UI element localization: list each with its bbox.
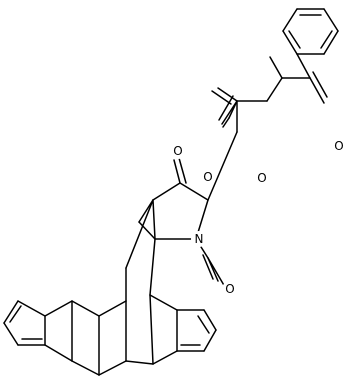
atom-o-ketone: O xyxy=(331,138,347,154)
bonds xyxy=(3,8,339,376)
bond xyxy=(197,315,210,334)
bond xyxy=(312,71,328,98)
bond xyxy=(296,53,311,79)
bond xyxy=(222,117,230,128)
atom-label-n: N xyxy=(195,232,204,246)
bond xyxy=(138,221,156,240)
bond xyxy=(125,199,154,269)
atom-o-ester-carbonyl: O xyxy=(200,169,216,185)
bond xyxy=(149,238,156,296)
bond xyxy=(152,199,156,240)
bond xyxy=(323,8,339,32)
atom-label-o: O xyxy=(257,171,266,185)
bond xyxy=(178,157,187,184)
bond xyxy=(3,300,19,324)
bond xyxy=(202,254,214,280)
bond xyxy=(152,350,178,365)
atom-label-o: O xyxy=(203,170,212,184)
bond xyxy=(269,56,283,79)
bond xyxy=(218,95,234,121)
bond xyxy=(228,100,238,119)
atom-o-ester-ether: O xyxy=(254,170,270,186)
bond xyxy=(211,90,232,105)
bond xyxy=(288,30,301,49)
bond xyxy=(125,360,154,365)
atom-label-o: O xyxy=(334,139,343,153)
bond xyxy=(179,182,209,201)
bond xyxy=(282,30,298,55)
bond xyxy=(149,294,154,365)
bond xyxy=(98,300,127,317)
bond xyxy=(203,329,217,352)
bond xyxy=(309,77,325,104)
atom-n-imide: N xyxy=(191,231,207,247)
bond xyxy=(323,30,339,55)
bond xyxy=(17,300,46,317)
bond xyxy=(217,87,238,102)
bond xyxy=(149,294,178,311)
bond xyxy=(173,159,181,184)
bond xyxy=(203,309,217,331)
atom-o-imide-top: O xyxy=(170,143,186,159)
bond xyxy=(44,344,73,362)
bond xyxy=(9,305,22,323)
bond xyxy=(266,77,283,102)
atom-o-imide-bottom: O xyxy=(222,281,238,297)
bond xyxy=(44,300,73,317)
bond xyxy=(138,199,154,223)
bond xyxy=(71,360,100,376)
bond xyxy=(3,322,19,346)
bond xyxy=(320,30,333,49)
bond xyxy=(152,182,181,201)
atom-labels: O O O N O O xyxy=(170,138,347,297)
bond xyxy=(282,8,298,32)
bond xyxy=(98,360,127,376)
atom-label-o: O xyxy=(173,144,182,158)
atom-label-o: O xyxy=(225,282,234,296)
bond xyxy=(207,131,238,201)
bond xyxy=(207,257,226,288)
bond xyxy=(71,300,100,317)
